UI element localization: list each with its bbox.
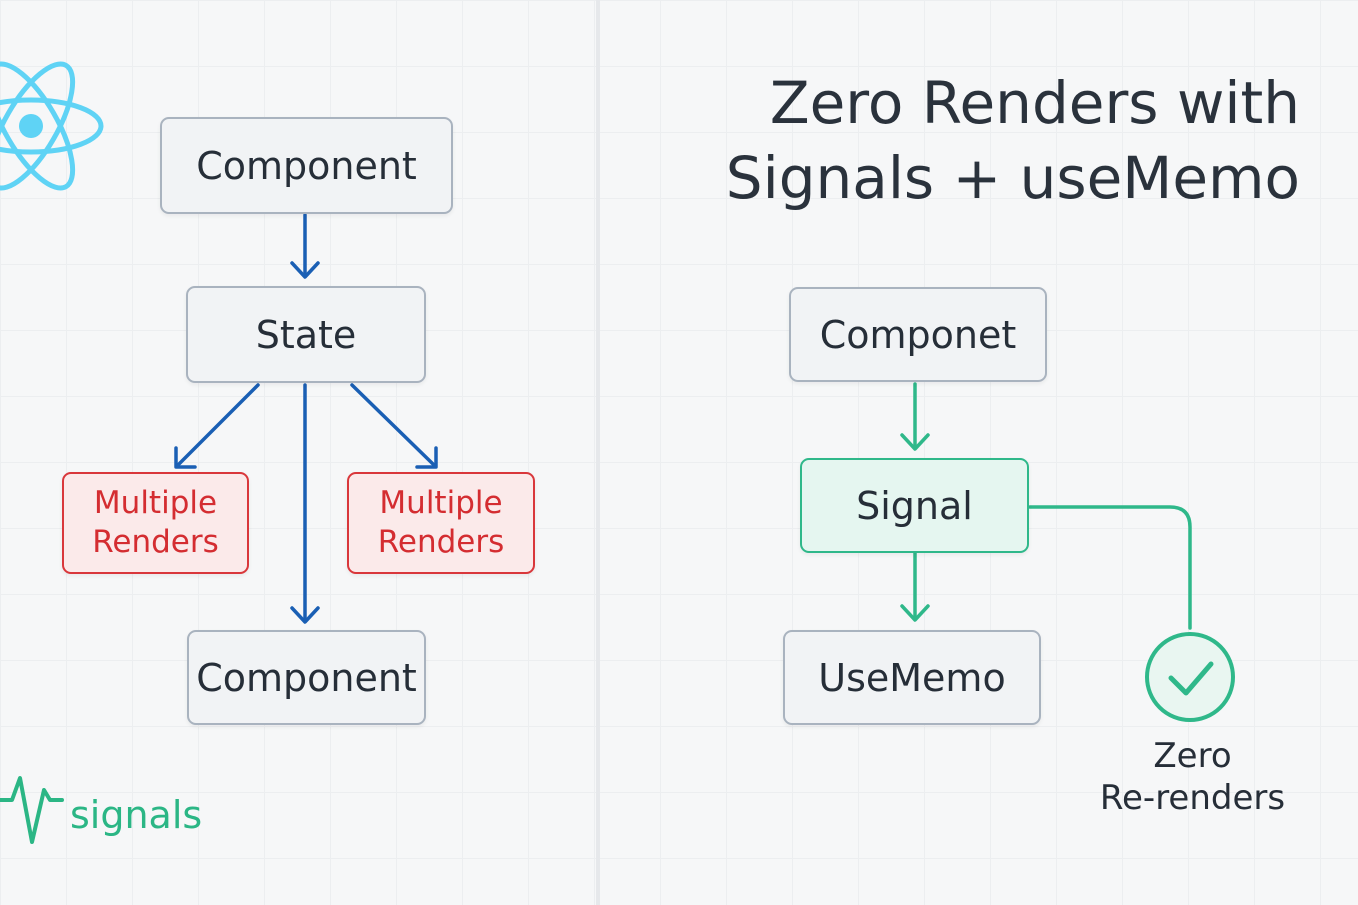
- usememo-label: UseMemo: [818, 655, 1006, 700]
- react-logo-icon: [0, 61, 104, 191]
- componet-box: Componet: [789, 287, 1047, 382]
- check-circle-icon: [1145, 632, 1235, 722]
- render-right-line1: Multiple: [379, 485, 503, 522]
- arrow-state-to-render-left: [176, 383, 260, 467]
- top-component-label: Component: [196, 143, 417, 188]
- multiple-renders-left-box: Multiple Renders: [62, 472, 249, 574]
- signal-wave-icon: [0, 776, 64, 844]
- render-left-line2: Renders: [92, 524, 219, 560]
- componet-label: Componet: [819, 312, 1017, 357]
- arrow-state-to-render-right: [350, 383, 436, 467]
- signal-label: Signal: [856, 483, 973, 528]
- panel-divider: [596, 0, 600, 905]
- title-line1: Zero Renders with: [769, 69, 1300, 137]
- bottom-component-label: Component: [196, 655, 417, 700]
- page-title: Zero Renders with Signals + useMemo: [700, 66, 1300, 217]
- bottom-component-box: Component: [187, 630, 426, 725]
- title-line2: Signals + useMemo: [725, 144, 1300, 213]
- top-component-box: Component: [160, 117, 453, 214]
- multiple-renders-right-box: Multiple Renders: [347, 472, 535, 574]
- signals-brand-text: signals: [70, 793, 203, 837]
- zero-line1: Zero: [1153, 736, 1232, 776]
- usememo-box: UseMemo: [783, 630, 1041, 725]
- state-label: State: [255, 312, 357, 357]
- state-box: State: [186, 286, 426, 383]
- zero-rerenders-label: Zero Re-renders: [1090, 736, 1295, 820]
- connector-signal-to-check: [1028, 505, 1192, 630]
- signal-box: Signal: [800, 458, 1029, 553]
- render-left-line1: Multiple: [93, 485, 218, 522]
- render-right-line2: Renders: [377, 524, 505, 560]
- zero-line2: Re-renders: [1099, 777, 1286, 818]
